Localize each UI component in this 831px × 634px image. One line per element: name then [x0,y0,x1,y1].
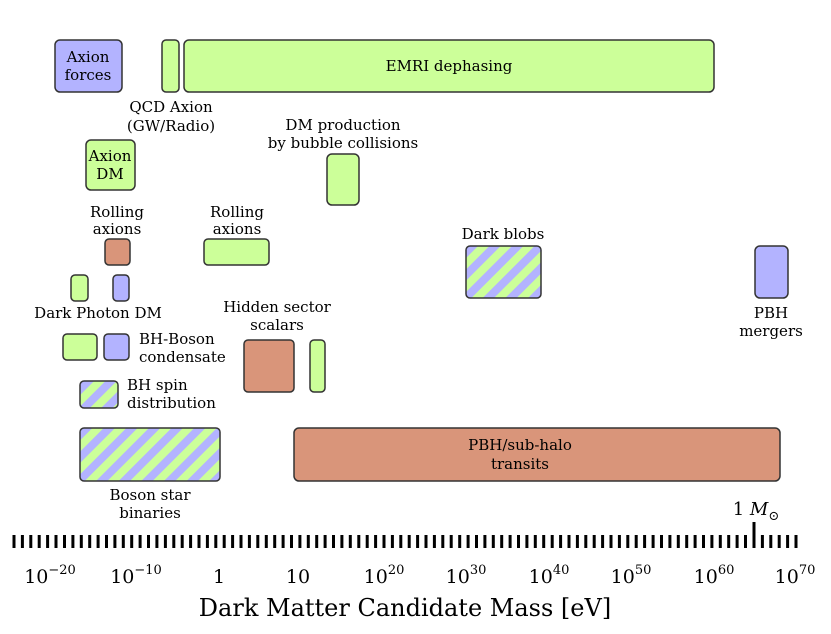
qcd-axion-box [161,39,180,93]
hidden-sector-label-line: Hidden sector [223,298,331,316]
bh-spin-label-line: BH spin [127,376,188,394]
tick-label-base: 10 [24,566,48,588]
tick-label: 1040 [529,563,570,588]
tick-label-base: 10 [286,566,310,588]
pbh-transits-box [293,427,781,482]
rolling-axions-2-label-line: axions [213,220,262,238]
hidden-sector-green-box [309,339,326,393]
pbh-transits-label-line: PBH/sub-halo [468,436,572,454]
axis-ticks [12,535,798,548]
rolling-axions-2-box [203,238,270,266]
emri-box [183,39,715,93]
dm-bubble-box [326,153,360,206]
pbh-mergers-label-line: mergers [739,322,803,340]
tick-label: 1050 [611,563,652,588]
tick-label-base: 10 [364,566,388,588]
mass-axis: 1 M⊙ 10−20 10−10 1 10 1020 1030 1040 105… [12,499,815,622]
tick-label-exp: 40 [553,563,570,578]
tick-label-exp: 30 [470,563,487,578]
rolling-axions-1-label-line: axions [93,220,142,238]
tick-label: 1030 [446,563,487,588]
rolling-axions-1-box [104,238,131,266]
hidden-sector-orange-box [243,339,295,393]
tick-label-base: 1 [213,566,225,588]
dark-blobs-box [465,245,542,299]
tick-label-base: 10 [775,566,799,588]
hidden-sector-label-line: scalars [250,316,304,334]
tick-label-base: 10 [611,566,635,588]
tick-label-exp: 20 [388,563,405,578]
tick-label-base: 10 [110,566,134,588]
axion-forces-label-line: forces [65,66,112,84]
axion-dm-label-line: Axion [88,147,132,165]
dark-blobs-label: Dark blobs [462,225,545,243]
axis-title: Dark Matter Candidate Mass [eV] [199,594,611,622]
axion-dm-box [85,139,136,191]
axion-forces-label-line: Axion [66,48,110,66]
pbh-transits-label-line: transits [491,455,549,473]
tick-label-base: 10 [529,566,553,588]
dm-bubble-label-line: by bubble collisions [268,134,418,152]
tick-label: 1070 [775,563,816,588]
bh-boson-label-line: condensate [139,348,226,366]
tick-label: 1060 [694,563,735,588]
dm-bubble-label-line: DM production [285,116,400,134]
dark-photon-label: Dark Photon DM [34,304,162,322]
tick-label: 10−10 [110,563,162,588]
box-layer [54,39,789,482]
pbh-mergers-label-line: PBH [754,304,788,322]
qcd-axion-label-line: (GW/Radio) [127,117,215,135]
pbh-mergers-box [754,245,789,299]
boson-star-label-line: binaries [119,504,181,522]
solar-mass-symbol: M [749,499,769,520]
qcd-axion-label: QCD Axion(GW/Radio) [127,98,215,135]
solar-mass-label: 1 M⊙ [733,499,780,524]
solar-mass-sub: ⊙ [768,509,779,524]
tick-label: 10 [286,566,310,588]
dark-photon-green-box [70,274,89,302]
tick-label-exp: 70 [799,563,816,578]
tick-label: 1 [213,566,225,588]
tick-label: 10−20 [24,563,76,588]
bh-spin-label-line: distribution [127,394,216,412]
bh-spin-box [79,380,119,409]
boson-star-label-line: Boson star [109,486,191,504]
axion-dm-label-line: DM [96,165,123,183]
bh-boson-green-box [62,333,98,361]
axion-forces-box [54,39,123,93]
boson-star-box [79,427,221,482]
rolling-axions-2-label-line: Rolling [210,203,264,221]
solar-mass-prefix: 1 [733,499,750,520]
tick-label-exp: 60 [718,563,735,578]
axis-tick-labels: 10−20 10−10 1 10 1020 1030 1040 1050 106… [24,563,815,588]
tick-label-exp: −10 [134,563,161,578]
tick-label-base: 10 [694,566,718,588]
bh-boson-blue-box [103,333,130,361]
bh-boson-label-line: BH-Boson [139,330,215,348]
qcd-axion-label-line: QCD Axion [129,98,213,116]
dark-photon-blue-box [112,274,130,302]
tick-label-exp: −20 [48,563,75,578]
tick-label: 1020 [364,563,405,588]
tick-label-exp: 50 [635,563,652,578]
emri-label: EMRI dephasing [386,57,513,75]
rolling-axions-1-label-line: Rolling [90,203,144,221]
tick-label-base: 10 [446,566,470,588]
